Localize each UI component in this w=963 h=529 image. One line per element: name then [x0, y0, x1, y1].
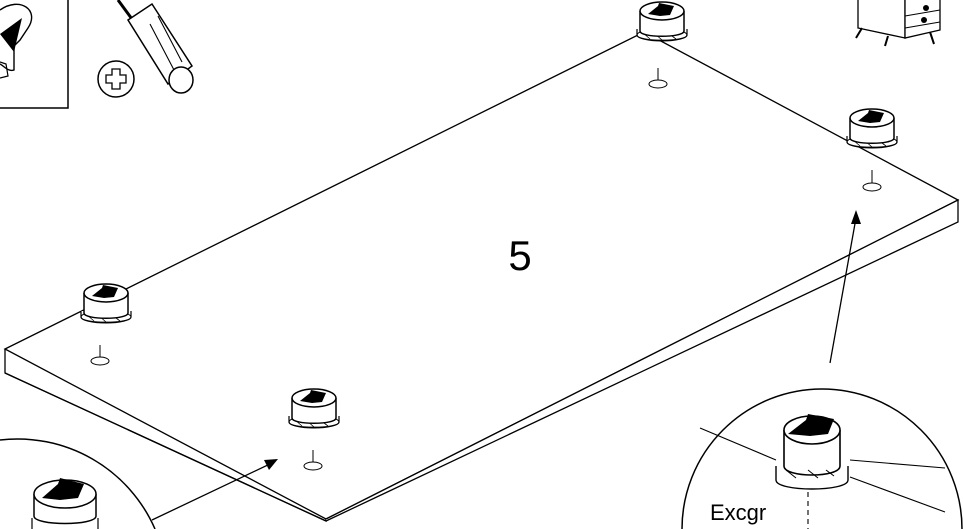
cam-lock-icon [846, 108, 898, 149]
board-panel [3, 31, 960, 523]
phillips-head-symbol-icon [97, 60, 135, 98]
part-number: 5 [508, 232, 531, 279]
detail-circle-left [0, 438, 156, 529]
callout-label: Excgr [710, 500, 766, 525]
detail-arrow [151, 459, 278, 521]
cam-lock-icon [636, 1, 688, 42]
detail-arrow [829, 210, 861, 364]
dresser-icon [855, 0, 941, 47]
detail-circle-right: Excgr [681, 388, 963, 529]
cam-lock-icon [80, 283, 132, 324]
cam-lock-icon [288, 388, 340, 429]
cam-holes [90, 68, 882, 471]
phillips-screwdriver-icon [116, 0, 194, 94]
detail-inset-box [0, 0, 69, 109]
